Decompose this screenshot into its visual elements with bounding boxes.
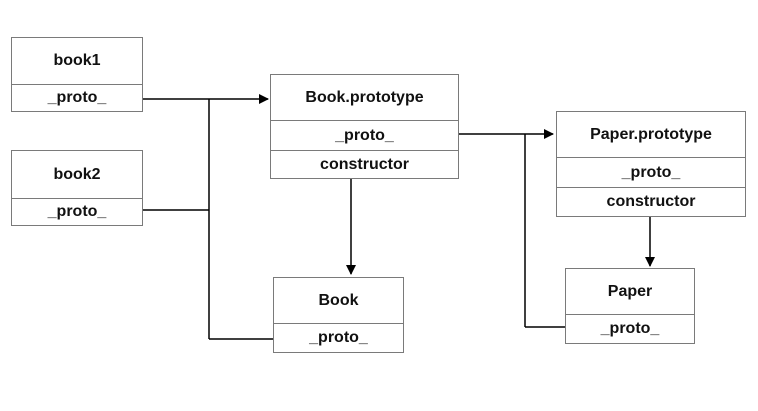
object-paper-title: Paper: [607, 282, 653, 300]
object-paper-prototype-title: Paper.prototype: [590, 125, 712, 143]
object-book-prototype-proto-field: _proto_: [271, 120, 458, 150]
object-book1: book1 _proto_: [11, 37, 143, 112]
object-paper-prototype: Paper.prototype _proto_ constructor: [556, 111, 746, 217]
object-book2-title: book2: [53, 165, 101, 183]
object-book: Book _proto_: [273, 277, 404, 353]
object-paper-prototype-proto-field: _proto_: [557, 157, 745, 187]
object-book-prototype-constructor-field: constructor: [271, 150, 458, 178]
object-book-prototype: Book.prototype _proto_ constructor: [270, 74, 459, 179]
object-book1-proto-field: _proto_: [12, 84, 142, 111]
object-book-prototype-title: Book.prototype: [305, 88, 424, 106]
object-book2-proto-field: _proto_: [12, 198, 142, 225]
object-paper-prototype-constructor-field: constructor: [557, 187, 745, 216]
object-book-proto-field: _proto_: [274, 323, 403, 352]
object-book-title: Book: [318, 291, 359, 309]
object-paper-proto-field: _proto_: [566, 314, 694, 343]
object-paper: Paper _proto_: [565, 268, 695, 344]
object-book1-title: book1: [53, 52, 101, 69]
object-book2: book2 _proto_: [11, 150, 143, 226]
